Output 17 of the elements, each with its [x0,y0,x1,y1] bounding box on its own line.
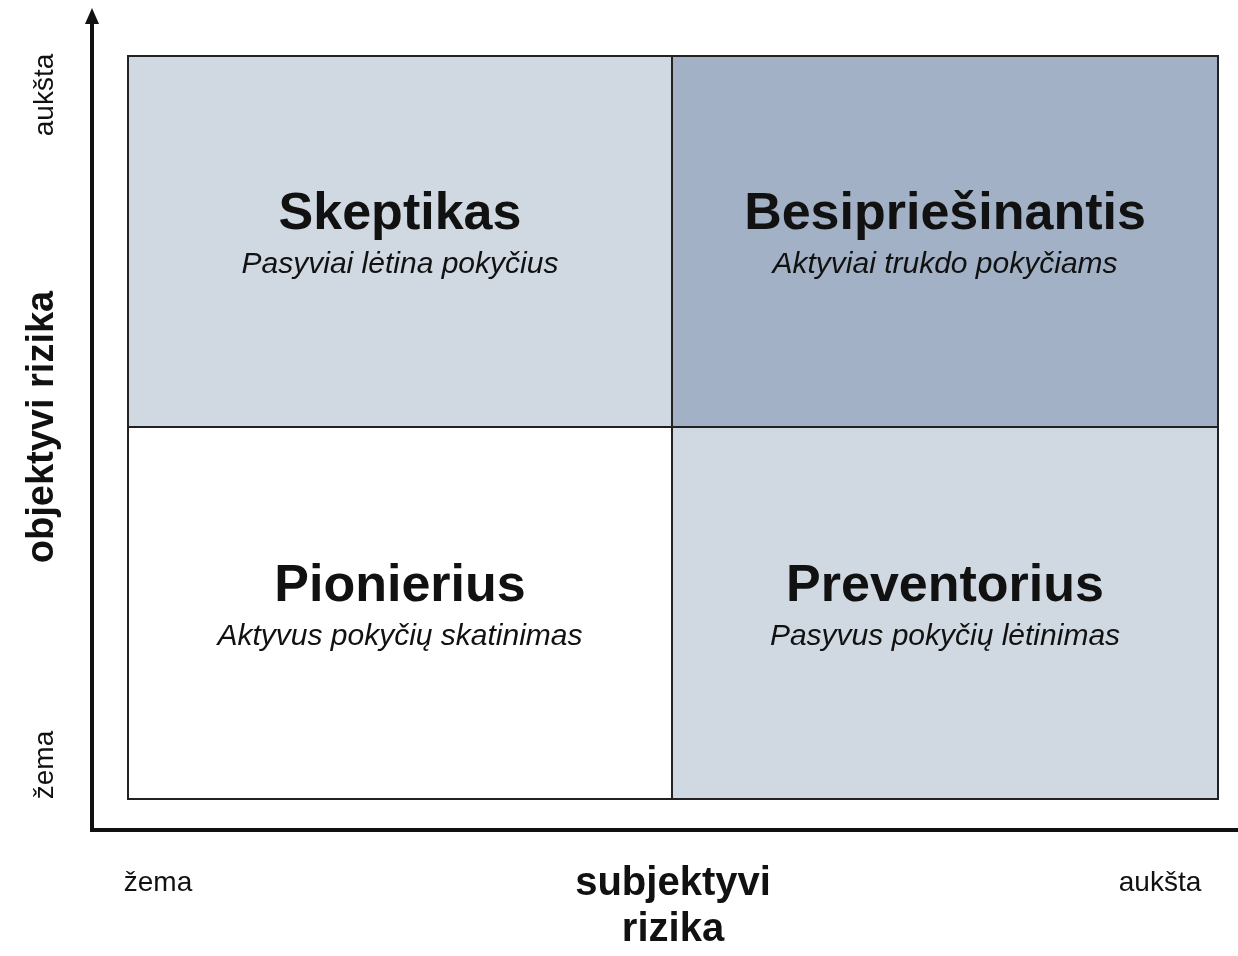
axis-end-label: aukšta [1118,866,1202,899]
quadrant-description: Pasyvus pokyčių lėtinimas [769,617,1121,652]
quadrant-title: Besipriešinantis [744,182,1146,243]
quadrant-description: Aktyvus pokyčių skatinimas [217,617,583,652]
quadrant-box [129,57,673,428]
axis-end-label: žema [123,866,193,899]
quadrant-description: Pasyviai lėtina pokyčius [241,246,559,281]
axis-end-label: aukšta [30,53,58,137]
axis-title: objektyvi rizika [21,289,59,566]
quadrant-title: Preventorius [786,553,1104,614]
quadrant-description: Aktyviai trukdo pokyčiams [772,246,1118,281]
axis-end-label: žema [30,730,58,800]
quadrant-title: Pionierius [274,553,526,614]
axis-title: subjektyvi rizika [574,858,772,950]
quadrant-box [673,57,1217,428]
quadrant-box [673,427,1217,798]
quadrant-title: Skeptikas [278,182,522,243]
